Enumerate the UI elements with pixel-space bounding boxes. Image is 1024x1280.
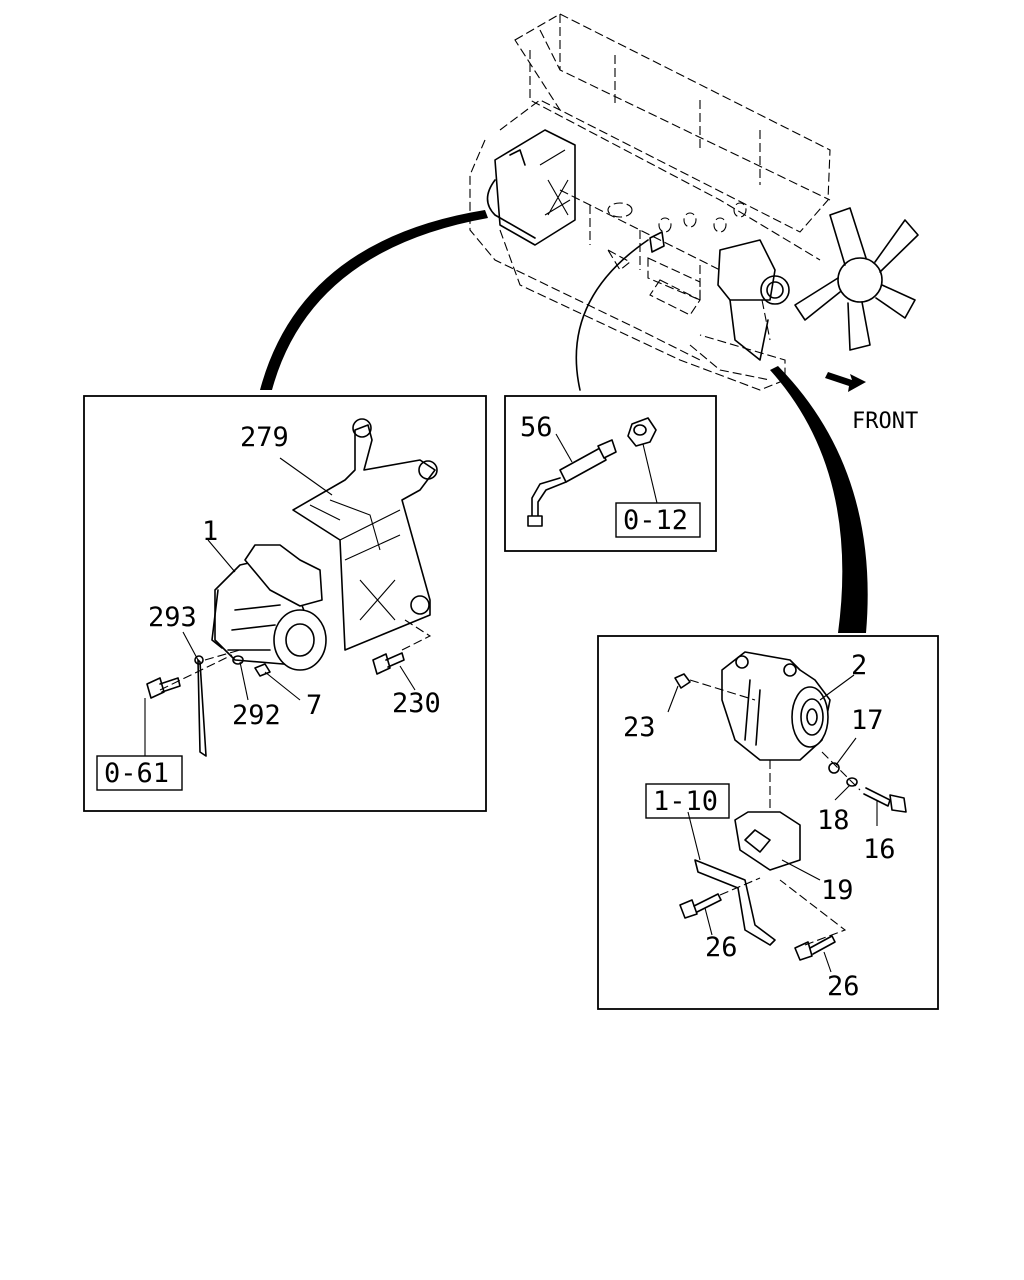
sensor-panel-frame bbox=[504, 395, 717, 552]
front-arrow-icon bbox=[825, 372, 866, 392]
ref-box-0-61 bbox=[96, 755, 183, 791]
ground-strap-illustration bbox=[197, 659, 207, 757]
label-1: 1 bbox=[202, 516, 218, 547]
label-18: 18 bbox=[817, 805, 850, 836]
label-279: 279 bbox=[240, 422, 289, 453]
label-293: 293 bbox=[148, 602, 197, 633]
ref-box-0-12 bbox=[615, 502, 701, 538]
spring-washer-icon bbox=[846, 777, 858, 787]
leader-curve-sensor bbox=[575, 239, 649, 391]
washer-icon bbox=[232, 655, 244, 665]
leader-curve-starter bbox=[260, 210, 488, 390]
label-2: 2 bbox=[851, 650, 867, 681]
label-7: 7 bbox=[306, 690, 322, 721]
ref-box-1-10 bbox=[645, 783, 730, 819]
label-16: 16 bbox=[863, 834, 896, 865]
label-26-right: 26 bbox=[827, 971, 860, 1002]
sensor-illustration bbox=[527, 439, 617, 527]
alternator-illustration bbox=[721, 651, 831, 761]
nut-icon bbox=[674, 673, 691, 689]
washer-icon bbox=[828, 762, 840, 774]
connector-nut-icon bbox=[627, 417, 657, 447]
bolt-icon bbox=[146, 677, 181, 699]
bolt-icon bbox=[794, 935, 836, 961]
starter-motor-illustration bbox=[211, 544, 327, 671]
label-26-left: 26 bbox=[705, 932, 738, 963]
label-56: 56 bbox=[520, 412, 553, 443]
ref-0-61: 0-61 bbox=[104, 758, 169, 789]
alternator-panel-frame bbox=[597, 635, 939, 1010]
ref-0-12: 0-12 bbox=[623, 505, 688, 536]
starter-panel-frame bbox=[83, 395, 487, 812]
label-19: 19 bbox=[821, 875, 854, 906]
bolt-icon bbox=[372, 652, 405, 675]
fan-icon bbox=[794, 207, 919, 351]
bolt-icon bbox=[863, 787, 907, 813]
label-230: 230 bbox=[392, 688, 441, 719]
front-label: FRONT bbox=[852, 409, 918, 434]
leader-curve-alternator bbox=[770, 366, 868, 633]
alternator-bracket-illustration bbox=[694, 811, 801, 946]
ref-1-10: 1-10 bbox=[653, 786, 718, 817]
starter-bracket-illustration bbox=[292, 418, 438, 651]
label-23: 23 bbox=[623, 712, 656, 743]
label-292: 292 bbox=[232, 700, 281, 731]
engine-block-illustration bbox=[469, 13, 919, 391]
label-17: 17 bbox=[851, 705, 884, 736]
bolt-icon bbox=[679, 893, 722, 919]
